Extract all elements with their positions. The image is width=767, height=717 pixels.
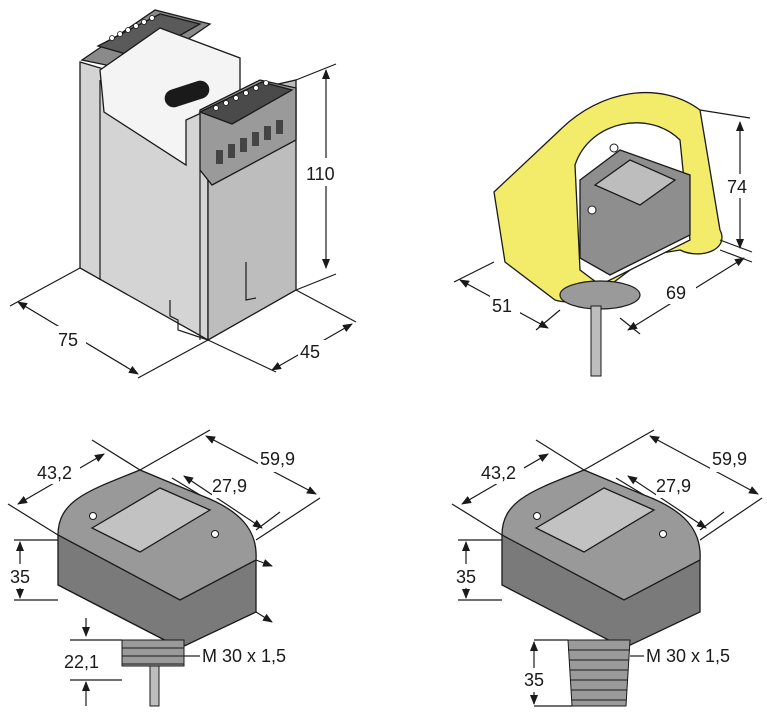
long-thread-spec: M 30 x 1,5 bbox=[646, 646, 730, 666]
sensor-long-thread-view: 43,2 27,9 59,9 35 35 M 30 x 1,5 bbox=[451, 429, 763, 707]
guard-depth: 69 bbox=[666, 283, 686, 303]
long-slot: 27,9 bbox=[656, 476, 691, 496]
relay-housing-view: 110 75 45 bbox=[9, 9, 357, 379]
guard-width: 51 bbox=[492, 296, 512, 316]
long-thread-length: 35 bbox=[524, 670, 544, 690]
short-width: 43,2 bbox=[37, 463, 72, 483]
long-width: 43,2 bbox=[481, 463, 516, 483]
sensor-short-thread-view: 43,2 27,9 59,9 35 22,1 M 30 x 1,5 bbox=[7, 429, 321, 707]
terminal-block-front-top bbox=[198, 81, 294, 125]
sensor-short-thread bbox=[121, 639, 185, 667]
display-window bbox=[164, 80, 210, 108]
short-thread-length: 22,1 bbox=[64, 652, 99, 672]
long-length: 59,9 bbox=[712, 449, 747, 469]
terminal-slots bbox=[216, 120, 283, 164]
short-slot: 27,9 bbox=[212, 476, 247, 496]
guard-height: 74 bbox=[727, 177, 747, 197]
short-height: 35 bbox=[10, 567, 30, 587]
sensor-short-cable bbox=[149, 665, 160, 707]
dimension-height: 110 bbox=[306, 164, 335, 184]
guarded-sensor-view: 74 51 69 bbox=[453, 91, 754, 377]
terminal-screws bbox=[109, 15, 269, 111]
dimension-depth: 45 bbox=[300, 342, 320, 362]
long-height: 35 bbox=[456, 567, 476, 587]
short-length: 59,9 bbox=[260, 449, 295, 469]
dimension-width: 75 bbox=[58, 330, 78, 350]
short-thread-spec: M 30 x 1,5 bbox=[202, 646, 286, 666]
guarded-sensor-thread bbox=[559, 280, 641, 310]
guarded-sensor-cable bbox=[590, 305, 602, 377]
